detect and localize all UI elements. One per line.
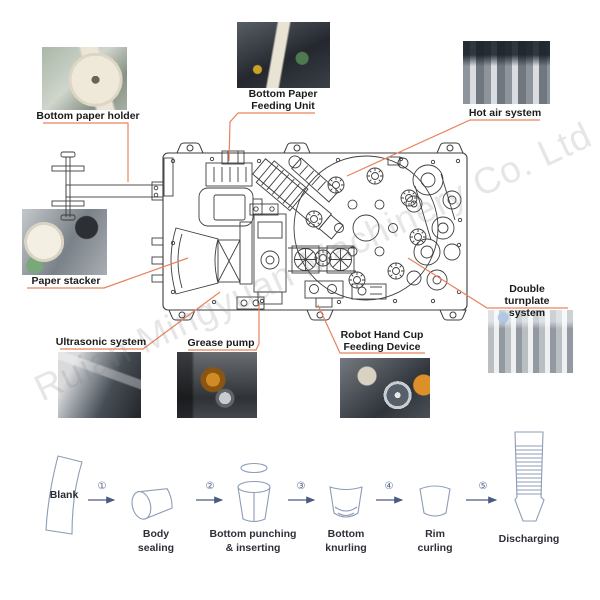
- leader-double-turnplate-system: [407, 257, 568, 309]
- turnplate-part: [293, 155, 439, 301]
- leader-grease-pump: [188, 303, 260, 351]
- bottom-knurling-cup: [329, 486, 363, 518]
- bottom-paper-feeding-unit-photo: [237, 22, 330, 88]
- motor-part: [198, 187, 263, 227]
- step-number-5: ⑤: [478, 481, 488, 492]
- body-sealing-label: Body sealing: [137, 528, 175, 554]
- gear-cluster-part: [387, 156, 462, 291]
- discharging-label: Discharging: [498, 533, 560, 545]
- rim-curling-label: Rim curling: [417, 528, 453, 554]
- double-turnplate-system-photo: [488, 310, 573, 373]
- leader-hot-air-system: [346, 119, 540, 177]
- grease-pump-photo: [177, 352, 257, 418]
- bottom-assemblies: [236, 280, 387, 310]
- bottom-knurling-label: Bottom knurling: [325, 528, 367, 554]
- bottom-paper-holder-arm: [51, 151, 174, 221]
- leader-bottom-paper-feeding-unit: [228, 112, 315, 162]
- step-number-3: ③: [296, 481, 306, 492]
- ultrasonic-system-photo: [58, 352, 141, 418]
- robot-hand-cup-feeding-device-label: Robot Hand Cup Feeding Device: [340, 329, 424, 354]
- double-turnplate-system-label: Double turnplate system: [504, 283, 550, 320]
- leader-bottom-paper-holder: [43, 122, 129, 182]
- hot-air-system-photo: [463, 41, 550, 104]
- step-number-1: ①: [97, 481, 107, 492]
- robot-hand-cup-feeding-device-photo: [340, 358, 430, 418]
- transfer-rails-part: [288, 245, 356, 274]
- leader-paper-stacker: [27, 257, 189, 289]
- discharging-cup-stack: [514, 431, 545, 522]
- bottom-paper-feeding-unit-label: Bottom Paper Feeding Unit: [248, 88, 318, 113]
- body-sealing-cup: [131, 488, 173, 520]
- paper-stacker-part: [151, 227, 241, 295]
- ultrasonic-system-label: Ultrasonic system: [55, 336, 147, 348]
- paper-stacker-label: Paper stacker: [31, 275, 101, 287]
- blank-shape: [45, 455, 83, 535]
- bottom-punching-cup: [237, 462, 271, 523]
- step-number-4: ④: [384, 481, 394, 492]
- leader-ultrasonic-system: [60, 291, 221, 350]
- hot-air-system-label: Hot air system: [468, 107, 542, 119]
- leader-robot-hand: [317, 304, 425, 354]
- frame-screws: [170, 156, 463, 305]
- step-number-2: ②: [205, 481, 215, 492]
- bottom-paper-holder-label: Bottom paper holder: [36, 110, 140, 122]
- rim-curling-cup: [419, 485, 451, 517]
- press-tower-part: [239, 203, 287, 305]
- blank-stage-label: Blank: [49, 489, 79, 501]
- bottom-punching-label: Bottom punching & inserting: [209, 528, 297, 554]
- bottom-paper-feeding-unit-part: [205, 150, 253, 187]
- grease-pump-label: Grease pump: [187, 337, 255, 349]
- diagonal-feeder: [288, 155, 339, 203]
- bottom-paper-holder-photo: [42, 47, 127, 110]
- machine-line-drawing: [51, 142, 468, 321]
